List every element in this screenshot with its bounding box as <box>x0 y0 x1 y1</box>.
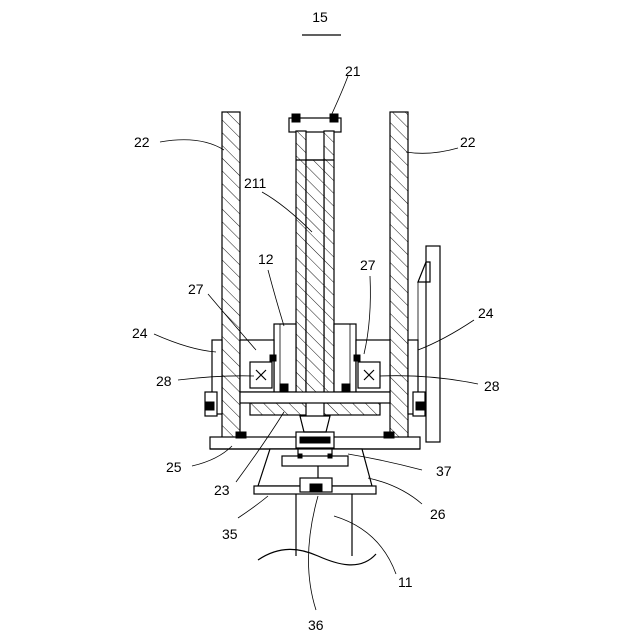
label-11: 11 <box>398 574 413 590</box>
label-22-left: 22 <box>134 134 150 150</box>
central-shaft-21 <box>289 114 341 401</box>
lower-cylinder-11 <box>258 494 376 565</box>
label-12: 12 <box>258 251 274 267</box>
label-21: 21 <box>345 63 361 79</box>
label-27-left: 27 <box>188 281 204 297</box>
figure-number: 15 <box>312 9 328 25</box>
label-36: 36 <box>308 617 324 633</box>
coupling-joint <box>296 416 334 448</box>
label-22-right: 22 <box>460 134 476 150</box>
label-211: 211 <box>244 175 267 191</box>
left-arm-22 <box>222 112 240 440</box>
label-26: 26 <box>430 506 446 522</box>
label-28-right: 28 <box>484 378 500 394</box>
label-28-left: 28 <box>156 373 172 389</box>
right-side-bracket-24 <box>408 340 425 416</box>
label-35: 35 <box>222 526 238 542</box>
label-24-left: 24 <box>132 325 148 341</box>
label-24-right: 24 <box>478 305 494 321</box>
left-bearing-housing-27 <box>240 340 276 392</box>
label-23: 23 <box>214 482 230 498</box>
right-arm-22 <box>390 112 408 440</box>
right-bearing-housing-27 <box>354 340 390 392</box>
label-37: 37 <box>436 463 452 479</box>
label-25: 25 <box>166 459 182 475</box>
label-27-right: 27 <box>360 257 376 273</box>
